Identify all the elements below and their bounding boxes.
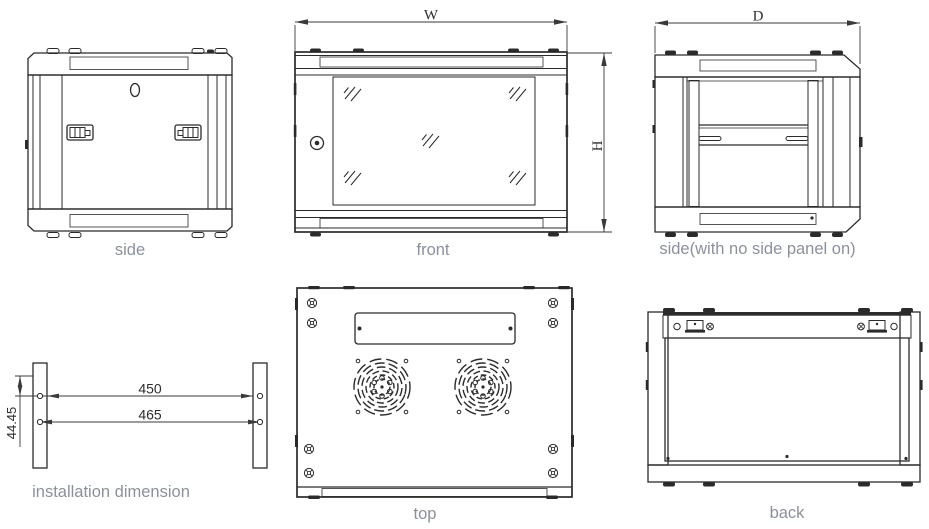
- side-view-label: side: [114, 241, 146, 259]
- front-top-vent: [319, 56, 544, 68]
- height-dim-label: H: [590, 140, 606, 151]
- top-front-vent: [321, 488, 548, 497]
- rail-mount-holes: [36, 392, 264, 426]
- hinge-marks: [293, 83, 569, 137]
- installation-dimension-drawing: 450 465 44.45: [4, 362, 268, 469]
- side-open-bottom-band: [654, 206, 861, 233]
- side-open-view-drawing: D: [652, 9, 863, 237]
- depth-dim-label: D: [753, 9, 764, 25]
- side-view-drawing: [25, 48, 233, 238]
- back-top-tabs: [663, 308, 913, 313]
- side-top-vent: [69, 56, 189, 70]
- dim-450: 450: [15, 381, 253, 399]
- glass-reflections: [343, 86, 527, 186]
- back-bottom-tabs: [663, 482, 913, 487]
- front-band-lines: [295, 55, 567, 229]
- side-bottom-band: [27, 208, 233, 232]
- back-panel-screw-dots: [666, 454, 908, 461]
- side-body: [27, 74, 233, 210]
- hanging-bar: [663, 312, 911, 316]
- glass-door-window: [332, 76, 536, 206]
- front-view-label: front: [416, 241, 450, 259]
- mounting-rail-front: [688, 80, 700, 207]
- side-open-bottom-vent: [699, 213, 817, 225]
- back-panel: [664, 337, 910, 462]
- bracket-right: [857, 320, 898, 333]
- top-outline: [296, 287, 573, 498]
- fan-grille-right: [454, 358, 512, 416]
- install-rail-left: [32, 362, 48, 469]
- top-screws: [303, 297, 559, 479]
- mounting-bracket-strip: [662, 314, 912, 339]
- back-right-column: [899, 311, 921, 466]
- side-panel-hole: [129, 82, 141, 98]
- side-panel-latch-left: [66, 124, 94, 141]
- side-open-edge-marks: [652, 80, 863, 220]
- top-view-drawing: [295, 286, 574, 499]
- side-body-lines: [32, 75, 227, 209]
- side-open-body-lines: [682, 77, 851, 207]
- top-edge-tabs: [295, 286, 574, 499]
- side-open-bottom-tabs: [665, 232, 843, 237]
- door-lock: [309, 135, 325, 151]
- side-panel-latch-right: [174, 124, 202, 141]
- front-bottom-feet: [310, 232, 559, 237]
- bracket-left: [673, 320, 714, 333]
- cable-entry-panel: [354, 312, 516, 345]
- side-wall-tab: [25, 140, 29, 149]
- panel-screw-dot: [357, 326, 362, 331]
- side-open-body: [654, 76, 861, 208]
- install-rail-right: [252, 362, 268, 469]
- panel-screw-dot: [508, 326, 513, 331]
- installation-view-label: installation dimension: [32, 483, 190, 501]
- top-view-label: top: [413, 505, 437, 523]
- fan-grille-left: [353, 358, 411, 416]
- back-view-label: back: [769, 504, 805, 522]
- back-view-drawing: [645, 308, 923, 487]
- front-cabinet-outline: [294, 51, 568, 233]
- side-open-view-label: side(with no side panel on): [659, 240, 856, 258]
- side-bottom-tabs: [46, 232, 228, 238]
- shelf: [698, 124, 809, 146]
- dim-4445-label: 44.45: [4, 407, 19, 440]
- side-bottom-vent: [69, 214, 189, 228]
- back-side-marks: [645, 342, 923, 390]
- dim-465-label: 465: [138, 407, 162, 423]
- side-top-band: [27, 52, 233, 76]
- front-view-drawing: W H: [293, 8, 612, 237]
- side-open-top-tabs: [665, 50, 843, 55]
- depth-dimension: D: [654, 9, 861, 64]
- dim-450-label: 450: [138, 381, 162, 397]
- dim-465: 465: [40, 407, 260, 425]
- width-dimension: W: [294, 8, 568, 51]
- back-bottom-band: [647, 464, 921, 483]
- mounting-rail-rear: [807, 80, 819, 207]
- side-open-top-vent: [699, 59, 817, 72]
- width-dim-label: W: [424, 8, 439, 24]
- side-open-top-band: [654, 54, 861, 78]
- dim-44-45: 44.45: [4, 375, 33, 447]
- height-dimension: H: [568, 52, 612, 233]
- front-bottom-vent: [319, 218, 544, 229]
